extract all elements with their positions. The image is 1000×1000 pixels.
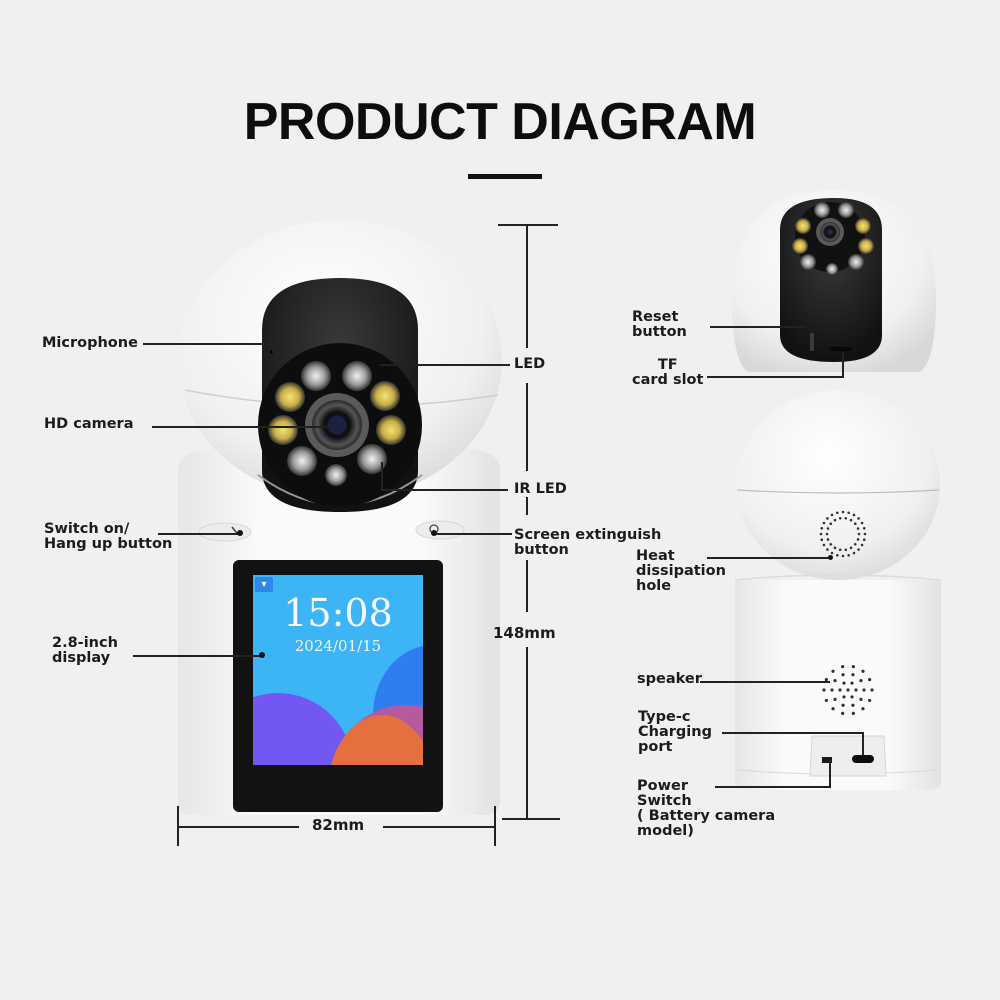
- label-line: display: [52, 650, 111, 666]
- leader-dot: [259, 652, 265, 658]
- leader-line: [143, 343, 273, 345]
- page-title: PRODUCT DIAGRAM: [243, 93, 757, 151]
- label-typec-port: Type-c Charging port: [638, 710, 712, 755]
- label-line: Heat: [636, 548, 675, 564]
- leader-line: [829, 760, 831, 787]
- label-speaker: speaker: [637, 671, 702, 687]
- label-line: card slot: [632, 372, 704, 388]
- label-ir-led: IR LED: [514, 481, 567, 497]
- leader-line: [152, 426, 332, 428]
- leader-line: [381, 489, 508, 491]
- dimension-line: [526, 224, 528, 348]
- dimension-tick: [502, 818, 560, 820]
- leader-line: [715, 786, 831, 788]
- label-line: ( Battery camera: [637, 808, 776, 824]
- leader-line: [700, 681, 830, 683]
- label-line: dissipation: [636, 563, 726, 579]
- label-line: Hang up button: [44, 536, 173, 552]
- dimension-line: [526, 497, 528, 515]
- leader-line: [722, 732, 864, 734]
- label-line: button: [514, 542, 569, 558]
- leader-line: [133, 655, 261, 657]
- leader-line: [707, 557, 831, 559]
- leader-line: [862, 732, 864, 756]
- label-line: port: [638, 739, 673, 755]
- leader-line: [710, 326, 806, 328]
- dimension-width-label: 82mm: [312, 816, 365, 834]
- label-hd-camera: HD camera: [44, 416, 134, 432]
- label-line: Screen extinguish: [514, 527, 662, 543]
- dimension-line: [526, 383, 528, 471]
- dimension-tick: [494, 806, 496, 846]
- leader-line: [436, 533, 512, 535]
- label-display: 2.8-inch display: [52, 636, 118, 666]
- label-led: LED: [514, 356, 546, 372]
- label-line: hole: [636, 578, 672, 594]
- dimension-height-label: 148mm: [493, 624, 556, 642]
- leader-line: [380, 364, 510, 366]
- leader-line: [272, 343, 274, 353]
- dimension-line: [526, 560, 528, 612]
- dimension-line: [526, 647, 528, 819]
- label-tf-card-slot: TF card slot: [632, 358, 703, 388]
- leader-dot: [828, 555, 833, 560]
- leader-line: [381, 462, 383, 490]
- title-underline: [468, 174, 542, 179]
- label-line: 2.8-inch: [52, 635, 118, 651]
- screen-date: 2024/01/15: [294, 637, 382, 655]
- label-switch-on: Switch on/ Hang up button: [44, 522, 172, 552]
- screen-time: 15:08: [283, 591, 393, 635]
- label-line: Type-c: [638, 709, 691, 725]
- label-line: model): [637, 823, 694, 839]
- label-line: button: [632, 324, 687, 340]
- dimension-line: [177, 826, 299, 828]
- leader-dot: [237, 530, 243, 536]
- leader-dot: [431, 530, 437, 536]
- label-screen-extinguish: Screen extinguish button: [514, 528, 661, 558]
- label-line: Reset: [632, 309, 679, 325]
- leader-line: [158, 533, 240, 535]
- label-line: Power: [637, 778, 688, 794]
- label-line: Charging: [638, 724, 712, 740]
- front-display-lcd: ▾ 15:08 2024/01/15: [253, 575, 423, 765]
- leader-line: [842, 352, 844, 377]
- label-microphone: Microphone: [42, 335, 138, 351]
- label-power-switch: Power Switch ( Battery camera model): [637, 779, 775, 839]
- label-heat-dissipation: Heat dissipation hole: [636, 549, 726, 594]
- label-line: TF: [657, 357, 678, 373]
- label-line: Switch on/: [44, 521, 130, 537]
- dimension-tick: [498, 224, 558, 226]
- label-reset-button: Reset button: [632, 310, 687, 340]
- label-line: Switch: [637, 793, 692, 809]
- wifi-icon: ▾: [255, 577, 273, 592]
- leader-line: [707, 376, 844, 378]
- dimension-line: [383, 826, 495, 828]
